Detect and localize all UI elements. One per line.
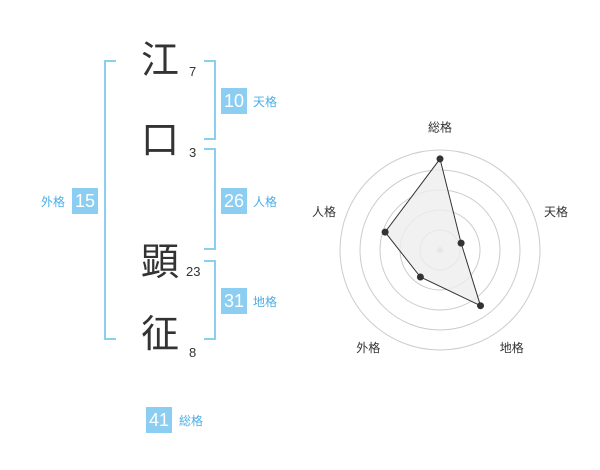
radar-point-2 bbox=[457, 239, 465, 247]
tenkaku-label: 天格 bbox=[253, 95, 278, 109]
radar-grid-ring bbox=[339, 149, 541, 351]
radar-value-area bbox=[384, 157, 482, 307]
name-char-2: 口 bbox=[140, 118, 179, 162]
gaikaku-value: 15 bbox=[72, 188, 98, 214]
stroke-count-3: 23 bbox=[186, 264, 201, 279]
radar-point-1 bbox=[436, 155, 444, 163]
jinkaku-label: 人格 bbox=[253, 195, 278, 209]
radar-axis-label-4: 外格 bbox=[356, 340, 380, 355]
name-char-4: 征 bbox=[140, 312, 179, 356]
radar-axis-label-1: 総格 bbox=[428, 120, 452, 135]
radar-point-5 bbox=[381, 228, 389, 236]
stroke-count-2: 3 bbox=[189, 145, 197, 160]
name-char-1: 江 bbox=[140, 38, 179, 82]
jinkaku-bracket bbox=[204, 148, 216, 250]
chikaku-bracket bbox=[204, 260, 216, 340]
soukaku-label: 総格 bbox=[179, 414, 204, 428]
gaikaku-label: 外格 bbox=[41, 195, 66, 209]
gaikaku-bracket bbox=[104, 60, 116, 340]
radar-axis-label-2: 天格 bbox=[544, 204, 568, 219]
chikaku-value: 31 bbox=[221, 288, 247, 314]
radar-axis-label-3: 地格 bbox=[500, 340, 524, 355]
jinkaku-value: 26 bbox=[221, 188, 247, 214]
soukaku-value: 41 bbox=[146, 407, 172, 433]
radar-point-3 bbox=[477, 302, 484, 310]
stroke-count-4: 8 bbox=[189, 345, 197, 360]
name-char-3: 顕 bbox=[140, 240, 179, 284]
radar-axis-label-5: 人格 bbox=[312, 204, 336, 219]
tenkaku-value: 10 bbox=[221, 88, 247, 114]
radar-point-4 bbox=[416, 273, 424, 281]
tenkaku-bracket bbox=[204, 60, 216, 140]
stroke-count-1: 7 bbox=[189, 64, 197, 79]
chikaku-label: 地格 bbox=[253, 295, 278, 309]
